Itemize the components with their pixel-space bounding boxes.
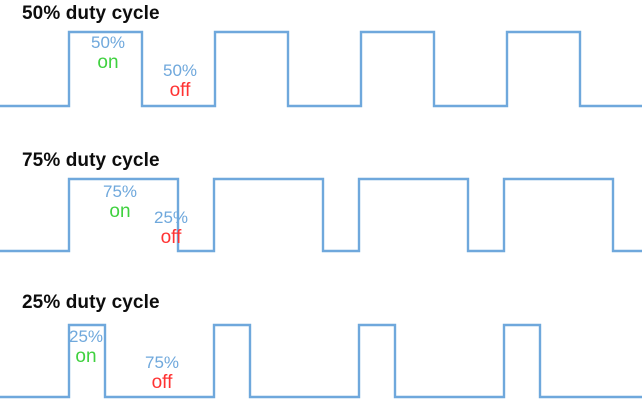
on-state-75: on [109, 201, 131, 222]
duty-cycle-row-50: 50% duty cycle 50% on 50% off [0, 0, 642, 135]
on-state-25: on [75, 346, 97, 367]
on-label-25: 25% on [62, 327, 110, 367]
off-percent-25: 75% [144, 353, 180, 372]
on-percent-75: 75% [102, 182, 138, 201]
on-percent-50: 50% [90, 33, 126, 52]
on-percent-25: 25% [68, 327, 104, 346]
on-label-50: 50% on [78, 33, 138, 73]
waveform-path [0, 177, 642, 253]
off-label-75: 25% off [148, 208, 194, 248]
waveform-path [0, 30, 642, 108]
off-state-75: off [160, 227, 182, 248]
off-state-25: off [151, 372, 173, 393]
waveform-75 [0, 177, 642, 253]
off-percent-50: 50% [162, 61, 198, 80]
waveform-path [0, 323, 642, 399]
waveform-50 [0, 30, 642, 108]
row-title-25: 25% duty cycle [22, 292, 160, 313]
off-percent-75: 25% [153, 208, 189, 227]
row-title-50: 50% duty cycle [22, 3, 160, 24]
duty-cycle-row-25: 25% duty cycle 25% on 75% off [0, 275, 642, 406]
on-label-75: 75% on [90, 182, 150, 222]
off-state-50: off [169, 80, 191, 101]
off-label-25: 75% off [132, 353, 192, 393]
waveform-25 [0, 323, 642, 399]
duty-cycle-row-75: 75% duty cycle 75% on 25% off [0, 135, 642, 275]
on-state-50: on [97, 52, 119, 73]
off-label-50: 50% off [150, 61, 210, 101]
row-title-75: 75% duty cycle [22, 150, 160, 171]
